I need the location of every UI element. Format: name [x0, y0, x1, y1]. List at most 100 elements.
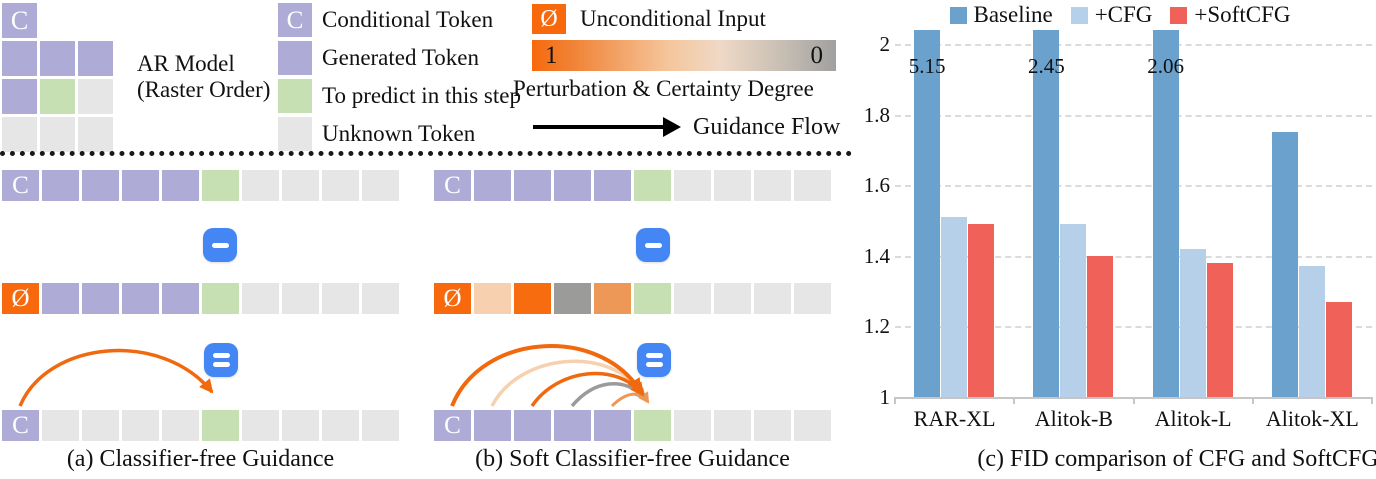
- arc-a-conditional: [18, 348, 214, 407]
- chart-legend-item: +CFG: [1070, 2, 1153, 28]
- token-cell-conditional: C: [278, 3, 312, 37]
- token-cell-generated: [42, 170, 79, 201]
- ar-grid-row: [2, 117, 113, 152]
- gridline: [895, 185, 1372, 188]
- x-category-label: Alitok-B: [1034, 406, 1113, 431]
- guidance-flow-legend: Guidance Flow: [533, 112, 840, 142]
- bar-softcfg-alitok-xl: [1325, 301, 1352, 397]
- token-cell-predict: [202, 410, 239, 441]
- token-cell-unknown: [674, 170, 711, 201]
- bar-baseline-alitok-b: [1033, 30, 1060, 397]
- panel-a-result-row: C: [2, 410, 399, 441]
- panel-b-uncond-row: Ø: [434, 283, 831, 314]
- guidance-flow-label: Guidance Flow: [693, 113, 841, 140]
- token-cell-generated: [162, 283, 199, 314]
- token-cell-predict: [278, 79, 312, 113]
- token-cell-conditional: C: [434, 170, 471, 201]
- y-tick-label: 1: [879, 385, 891, 409]
- token-cell-conditional: C: [2, 170, 39, 201]
- x-category-label: Alitok-XL: [1265, 406, 1359, 431]
- x-tick-mark: [1013, 397, 1016, 404]
- token-cell-predict: [634, 283, 671, 314]
- token-cell-unknown: [674, 410, 711, 441]
- token-cell-unknown: [754, 283, 791, 314]
- bar-softcfg-rar-xl: [968, 224, 995, 397]
- gridline: [895, 326, 1372, 329]
- token-cell-unknown: [282, 283, 319, 314]
- x-category-label: RAR-XL: [913, 406, 996, 431]
- fid-chart: Baseline+CFG+SoftCFG (c) FID comparison …: [860, 0, 1376, 479]
- token-cell-generated: [82, 170, 119, 201]
- arc-b-orange: [530, 371, 645, 407]
- bar-cfg-alitok-b: [1060, 224, 1087, 397]
- legend-swatch-icon: [949, 6, 967, 24]
- colorbar-caption: Perturbation & Certainty Degree: [513, 76, 814, 101]
- token-cell-generated: [278, 41, 312, 75]
- chart-legend: Baseline +CFG +SoftCFG: [890, 2, 1350, 28]
- token-cell-generated: [122, 283, 159, 314]
- guidance-flow-arrowhead-icon: [663, 117, 681, 137]
- token-cell-generated: [78, 41, 113, 76]
- token-cell-unknown: [162, 410, 199, 441]
- token-cell-generated: [474, 170, 511, 201]
- bar-softcfg-alitok-b: [1087, 255, 1114, 397]
- token-cell-perturbed-mid: [594, 283, 631, 314]
- token-cell-unknown: [322, 283, 359, 314]
- null-symbol: Ø: [540, 6, 558, 32]
- token-cell-generated: [514, 410, 551, 441]
- token-cell-unknown: [40, 117, 75, 152]
- token-cell-unknown: [714, 410, 751, 441]
- legend-swatch-icon: [1070, 6, 1088, 24]
- bar-baseline-alitok-xl: [1271, 132, 1298, 397]
- token-legend-label: Unknown Token: [322, 121, 476, 146]
- bar-cfg-alitok-l: [1179, 248, 1206, 397]
- token-cell-unknown: [2, 117, 37, 152]
- token-cell-unknown: [322, 410, 359, 441]
- token-cell-unknown: [282, 170, 319, 201]
- colorbar-left-value: 1: [545, 41, 558, 69]
- token-cell-generated: [514, 170, 551, 201]
- chart-legend-label: +SoftCFG: [1194, 2, 1291, 27]
- token-cell-generated: [474, 410, 511, 441]
- token-cell-unconditional: Ø: [434, 283, 471, 314]
- chart-legend-item: +SoftCFG: [1170, 2, 1290, 28]
- unconditional-swatch: Ø: [532, 4, 566, 34]
- y-tick-label: 1.4: [863, 243, 890, 268]
- panel-b-result-row: C: [434, 410, 831, 441]
- token-cell-generated: [40, 41, 75, 76]
- equals-operator-b: [637, 343, 671, 377]
- token-cell-unknown: [282, 410, 319, 441]
- token-legend-item: C Conditional Token: [278, 3, 521, 37]
- token-cell-predict: [634, 170, 671, 201]
- section-divider: [0, 151, 852, 156]
- ar-model-label: AR Model (Raster Order): [137, 51, 270, 103]
- token-legend-label: To predict in this step: [322, 83, 521, 108]
- token-cell-unknown: [78, 79, 113, 114]
- unconditional-label: Unconditional Input: [580, 6, 766, 31]
- token-cell-unknown: [242, 170, 279, 201]
- chart-legend-item: Baseline: [949, 2, 1053, 28]
- token-cell-unknown: [362, 170, 399, 201]
- token-cell-unknown: [42, 410, 79, 441]
- panel-b-cond-row: C: [434, 170, 831, 201]
- token-cell-conditional: C: [434, 410, 471, 441]
- chart-legend-label: +CFG: [1094, 2, 1153, 27]
- bar-cfg-alitok-xl: [1298, 266, 1325, 397]
- token-legend-label: Conditional Token: [322, 7, 494, 32]
- token-cell-unknown: [82, 410, 119, 441]
- token-cell-conditional: C: [2, 3, 37, 38]
- token-cell-unknown: [322, 170, 359, 201]
- ar-model-label-line2: (Raster Order): [137, 77, 271, 102]
- x-tick-mark: [1371, 397, 1373, 404]
- ar-model-grid: C: [2, 3, 113, 152]
- equals-operator-a: [204, 343, 238, 377]
- token-cell-unconditional: Ø: [2, 283, 39, 314]
- token-legend-label: Generated Token: [322, 45, 479, 70]
- token-cell-unknown: [242, 283, 279, 314]
- bar-cfg-rar-xl: [941, 216, 968, 397]
- token-cell-unknown: [754, 170, 791, 201]
- token-cell-generated: [554, 170, 591, 201]
- token-cell-generated: [122, 170, 159, 201]
- token-cell-predict: [40, 79, 75, 114]
- bar-softcfg-alitok-l: [1206, 262, 1233, 397]
